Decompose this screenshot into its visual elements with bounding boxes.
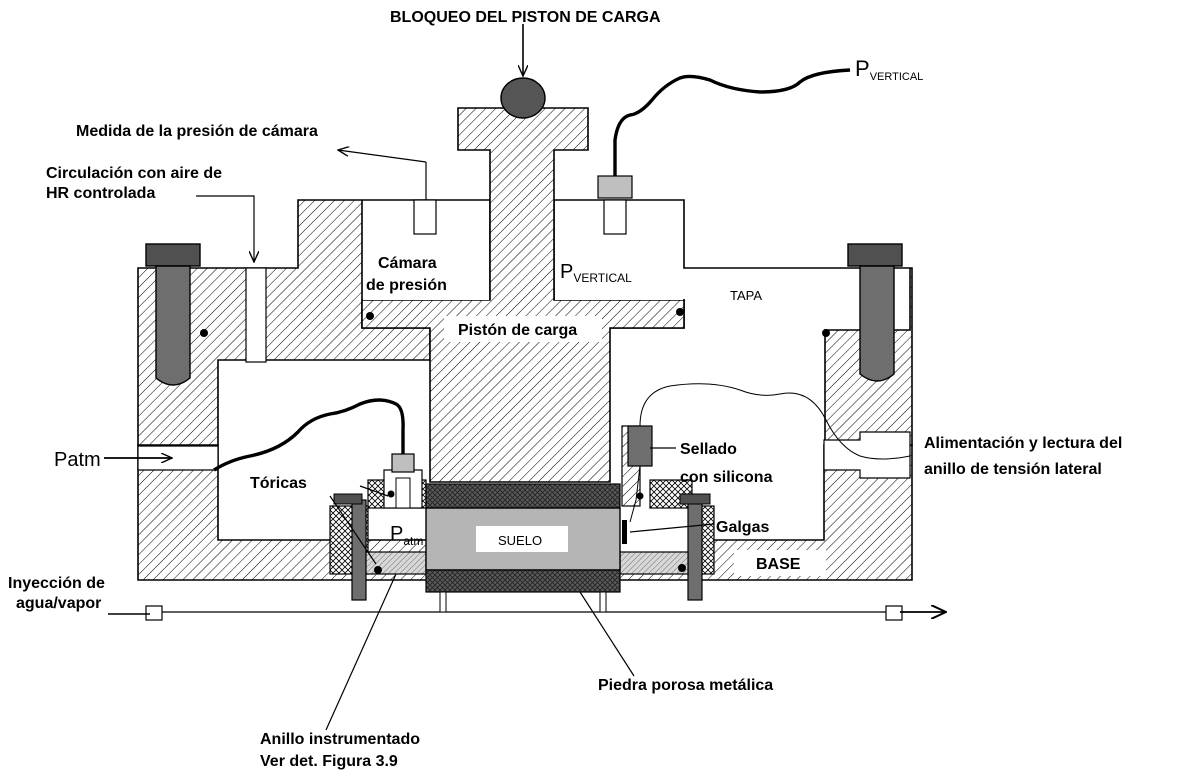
- atm-transducer-nut: [391, 453, 415, 473]
- vertical-pressure-port: [603, 199, 627, 235]
- vertical-pressure-chamber: [555, 234, 683, 300]
- lateral-ring-wire: [639, 383, 911, 460]
- title-piston-lock: BLOQUEO DEL PISTON DE CARGA: [390, 9, 661, 26]
- galgas-label: Galgas: [716, 519, 769, 536]
- galgas-leader: [629, 523, 715, 533]
- strain-gauge: [622, 520, 627, 544]
- toricas-label: Tóricas: [250, 475, 307, 492]
- alimentacion-label-1: Alimentación y lectura del: [924, 435, 1122, 452]
- patm-label: Patm: [54, 449, 101, 471]
- camara-label-1: Cámara: [378, 255, 437, 272]
- air-circulation-port: [245, 267, 267, 363]
- bolt-left: [145, 243, 201, 386]
- porous-stone-bottom: [425, 569, 621, 593]
- vertical-transducer-nut: [597, 175, 633, 199]
- bolt-right: [847, 243, 903, 382]
- circulation-label-1: Circulación con aire de: [46, 165, 222, 182]
- cable-port-right: [823, 431, 911, 479]
- inlet-fitting: [145, 605, 163, 621]
- o-rings: [200, 308, 830, 574]
- base-label: BASE: [756, 556, 801, 573]
- porous-stone-top: [425, 483, 621, 509]
- toricas-leader: [359, 485, 389, 497]
- atm-transducer-cable: [213, 398, 405, 472]
- camara-label-2: de presión: [366, 277, 447, 294]
- tapa-label: TAPA: [730, 288, 762, 303]
- drain-left: [439, 591, 447, 613]
- suelo-label: SUELO: [498, 533, 542, 548]
- piston-label: Pistón de carga: [458, 322, 577, 339]
- pressure-chamber: [363, 234, 489, 300]
- chamber-pressure-port: [413, 199, 437, 235]
- circulation-leader: [196, 195, 254, 262]
- sellado-label-2: con silicona: [680, 469, 773, 486]
- drain-right: [599, 591, 607, 613]
- gauge-wire: [629, 465, 641, 523]
- loading-piston: [361, 107, 685, 483]
- atm-transducer-fitting: [395, 477, 411, 509]
- p-vertical-label: PVERTICAL: [855, 56, 923, 83]
- circulation-label-2: HR controlada: [46, 185, 155, 202]
- alimentacion-label-2: anillo de tensión lateral: [924, 461, 1102, 478]
- piston-lock-ball: [500, 77, 546, 119]
- atm-port-left: [137, 445, 219, 471]
- inyeccion-label-2: agua/vapor: [16, 595, 101, 612]
- p-atm-inner-label: Patm: [390, 523, 423, 548]
- anillo-label-2: Ver det. Figura 3.9: [260, 753, 398, 770]
- piedra-label: Piedra porosa metálica: [598, 677, 773, 694]
- outlet-fitting: [885, 605, 903, 621]
- sellado-label-1: Sellado: [680, 441, 737, 458]
- vertical-transducer-cable: [613, 68, 851, 176]
- chamber-pressure-label: Medida de la presión de cámara: [76, 123, 318, 140]
- p-vertical-chamber-label: PVERTICAL: [560, 261, 632, 285]
- piedra-leader: [579, 591, 635, 677]
- anillo-leader: [325, 573, 397, 731]
- anillo-label-1: Anillo instrumentado: [260, 731, 420, 748]
- silicone-seal: [627, 425, 653, 467]
- inyeccion-label-1: Inyección de: [8, 575, 105, 592]
